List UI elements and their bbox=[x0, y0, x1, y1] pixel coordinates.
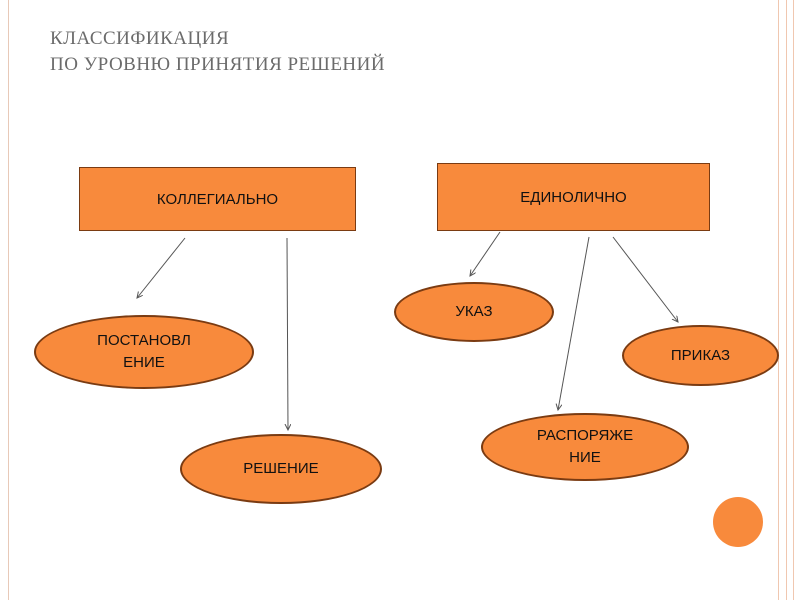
node-resolution-label-1: ПОСТАНОВЛ bbox=[97, 332, 191, 349]
node-collegial: КОЛЛЕГИАЛЬНО bbox=[79, 167, 356, 231]
node-resolution-label-2: ЕНИЕ bbox=[123, 354, 165, 371]
title-line-1: КЛАССИФИКАЦИЯ bbox=[50, 28, 230, 49]
connector-individual-decree bbox=[470, 231, 501, 276]
node-directive-label-1: РАСПОРЯЖЕ bbox=[536, 427, 634, 444]
node-directive-label-2: НИЕ bbox=[569, 449, 601, 466]
slide-frame-left bbox=[0, 0, 9, 600]
node-decree: УКАЗ bbox=[394, 282, 554, 342]
node-decree-label: УКАЗ bbox=[455, 303, 493, 320]
connector-individual-directive bbox=[558, 236, 590, 410]
decorative-circle bbox=[713, 497, 763, 547]
node-decision: РЕШЕНИЕ bbox=[180, 434, 382, 504]
slide-title: КЛАССИФИКАЦИЯ ПО УРОВНЮ ПРИНЯТИЯ РЕШЕНИЙ bbox=[50, 26, 385, 78]
node-order: ПРИКАЗ bbox=[622, 325, 779, 386]
connector-collegial-resolution bbox=[137, 237, 186, 298]
node-collegial-label: КОЛЛЕГИАЛЬНО bbox=[156, 190, 279, 208]
slide-frame-right bbox=[793, 0, 794, 600]
node-resolution: ПОСТАНОВЛ ЕНИЕ bbox=[34, 315, 254, 389]
node-directive: РАСПОРЯЖЕ НИЕ bbox=[481, 413, 689, 481]
connector-collegial-decision bbox=[287, 237, 288, 430]
title-line-2: ПО УРОВНЮ ПРИНЯТИЯ РЕШЕНИЙ bbox=[50, 54, 386, 75]
node-individual: ЕДИНОЛИЧНО bbox=[437, 163, 710, 231]
node-order-label: ПРИКАЗ bbox=[670, 346, 731, 364]
node-individual-label: ЕДИНОЛИЧНО bbox=[520, 188, 627, 206]
connector-individual-order bbox=[612, 236, 678, 322]
slide-frame-right bbox=[778, 0, 779, 600]
slide-frame-right bbox=[786, 0, 787, 600]
node-decision-label: РЕШЕНИЕ bbox=[243, 460, 319, 477]
